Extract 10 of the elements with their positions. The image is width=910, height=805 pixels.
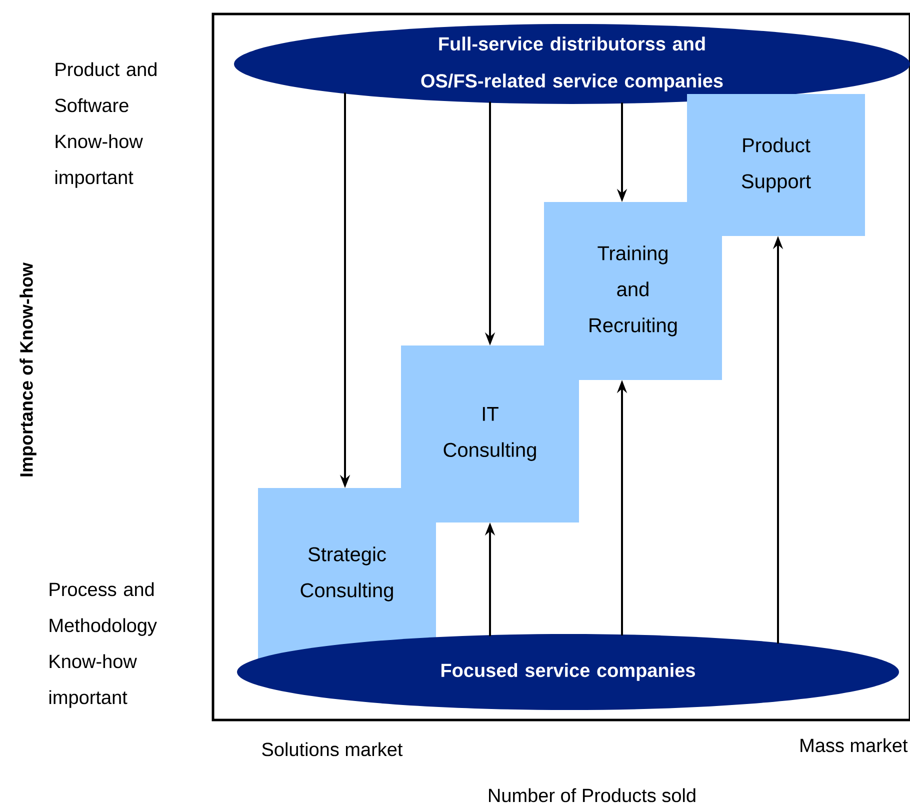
step-box: IT Consulting [401, 346, 579, 522]
axis-label: Process and Methodology Know-how important [49, 582, 157, 708]
axis-title: Importance of Know-how [20, 262, 36, 476]
axis-label: Product and Software Know-how important [55, 62, 156, 188]
axis-label: Mass market [800, 738, 908, 752]
step-box: Training and Recruiting [544, 202, 722, 380]
axis-label: Solutions market [262, 742, 403, 756]
step-box: Strategic Consulting [258, 488, 436, 660]
axis-title: Number of Products sold [489, 788, 696, 802]
step-box: Product Support [687, 94, 865, 236]
